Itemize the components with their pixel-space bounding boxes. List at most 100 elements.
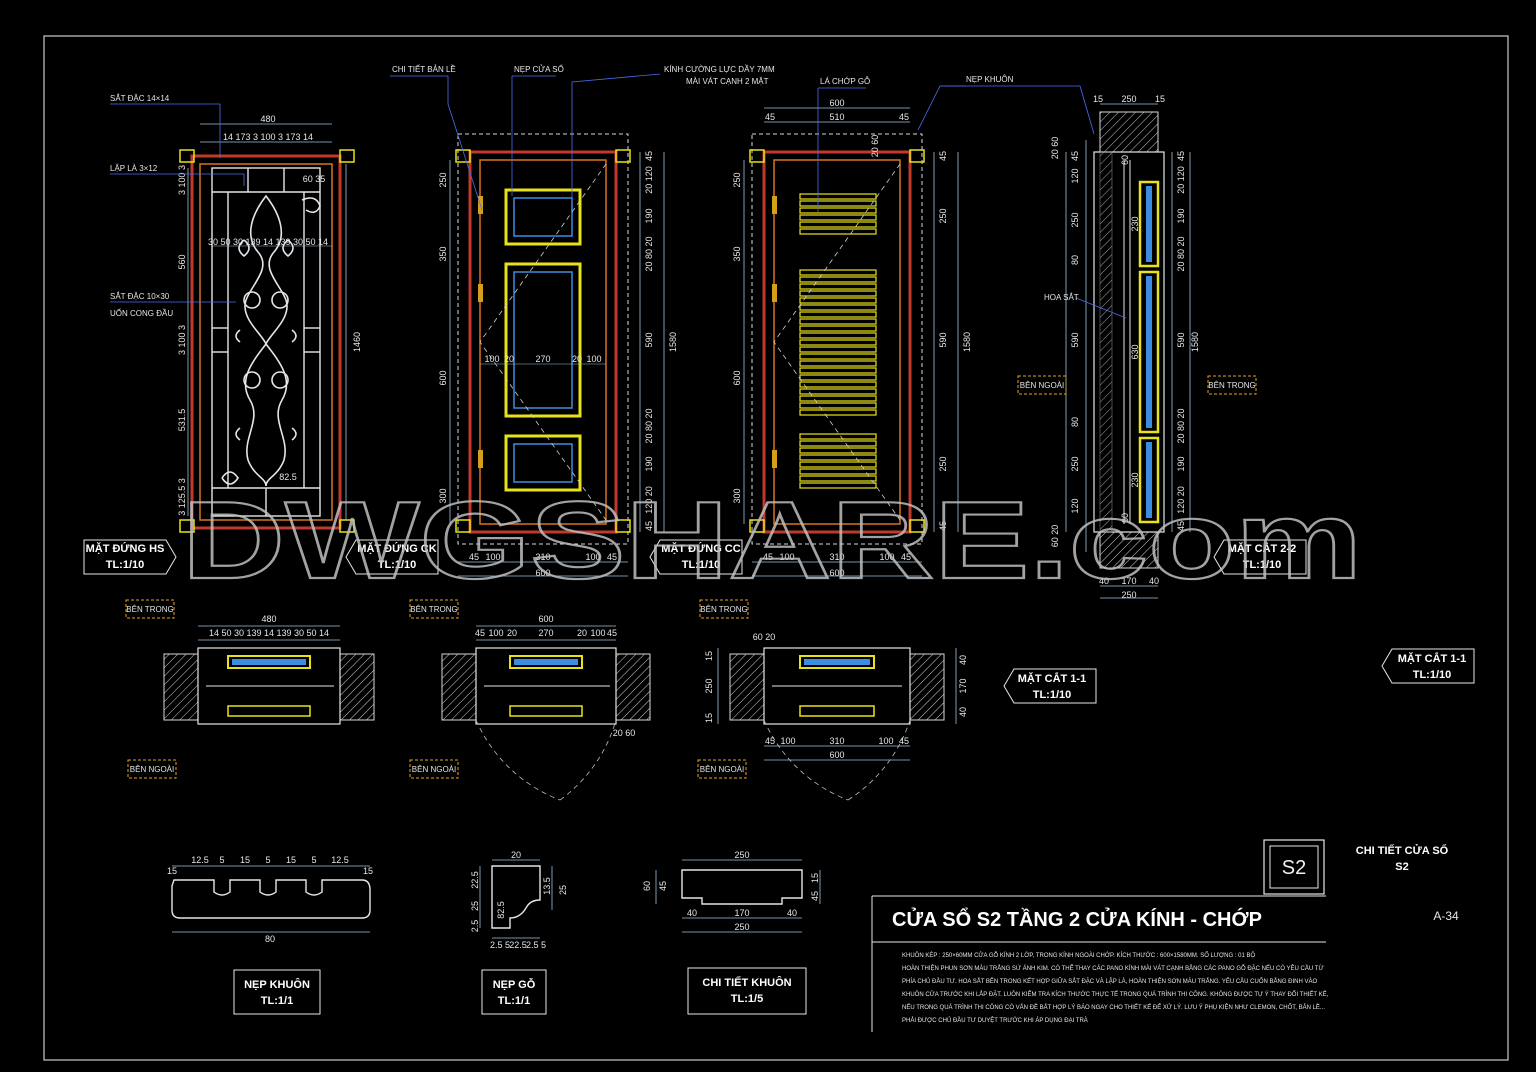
ck-top-3: 310 [535,552,550,562]
label-ben-trong-1: BÊN TRONG [126,605,173,614]
cc-bottom-2: 100 [779,552,794,562]
s22-top-3: 15 [1155,94,1165,104]
nk-top-1: 12.5 [191,855,209,865]
label-ben-ngoai-s22: BÊN NGOÀI [1020,381,1064,390]
cc-top-2: 510 [829,112,844,122]
louver-slat [799,409,877,416]
ctk-left-1: 60 [642,881,652,891]
scale-mat-dung-cc: TL:1/10 [682,559,721,571]
title-nep-go: NẸP GỖ [493,978,536,991]
scale-nep-go: TL:1/1 [498,995,530,1007]
scale-mat-dung-hs: TL:1/10 [106,559,145,571]
cc-right-1: 45 [938,151,948,161]
nk-top-4: 5 [265,855,270,865]
louver-slat [799,468,877,475]
ng-left-2: 25 [470,901,480,911]
louver-slat [799,482,877,489]
cc-bottom-4: 100 [879,552,894,562]
p3-bottom-1: 45 [765,736,775,746]
p3-right-1: 40 [958,655,968,665]
louver-slat [799,276,877,283]
sheet-code: S2 [1282,857,1306,879]
hs-left-4: 531.5 [177,409,187,432]
louver-slat [799,200,877,207]
hs-sub-dim: 14 173 3 100 3 173 14 [223,132,313,142]
s22-left-7: 80 [1070,417,1080,427]
ng-top: 20 [511,850,521,860]
label-ben-ngoai-1: BÊN NGOÀI [130,765,174,774]
hs-top-dim: 480 [260,114,275,124]
scale-mat-cat-11b: TL:1/10 [1413,669,1452,681]
callout-nep-khuon: NẸP KHUÔN [966,75,1014,84]
ng-left-1: 22.5 [470,871,480,889]
ctk-right-2: 45 [810,891,820,901]
scale-chi-tiet-khuon: TL:1/5 [731,993,763,1005]
cc-left-2: 350 [732,246,742,261]
title-mat-dung-cc: MẶT ĐỨNG CC [661,542,740,555]
ck-right-3: 190 [644,208,654,223]
cc-left-4: 300 [732,488,742,503]
s22-left-4: 250 [1070,212,1080,227]
louver-slat [799,325,877,332]
ck-top-1: 45 [469,552,479,562]
s22-right-7: 190 [1176,456,1186,471]
ck-inner-4: 20 [572,354,582,364]
p3-6020: 60 20 [753,632,776,642]
p3-bottom-2: 100 [780,736,795,746]
s22-left-8: 250 [1070,456,1080,471]
cc-bottom-total: 600 [829,568,844,578]
s22-top-2: 250 [1121,94,1136,104]
ck-inner-5: 100 [586,354,601,364]
callout-mai-vat: MÀI VÁT CẠNH 2 MẶT [686,77,769,86]
cc-right-3: 590 [938,332,948,347]
p3-bottom-4: 100 [878,736,893,746]
s22-right-3: 190 [1176,208,1186,223]
s22-inner-3: 630 [1130,344,1140,359]
s22-left-3: 120 [1070,168,1080,183]
callout-kinh-cuong-luc: KÍNH CƯỜNG LỰC DẦY 7MM [664,64,775,74]
ng-bottom-2: 22.5 [509,940,527,950]
p3-left-2: 250 [704,678,714,693]
p3-right-2: 170 [958,678,968,693]
s22-right-1: 45 [1176,151,1186,161]
label-ben-trong-3: BÊN TRONG [700,605,747,614]
louver-slat [799,388,877,395]
louver-slat [799,395,877,402]
ck-total: 600 [535,568,550,578]
ck-inner-3: 270 [535,354,550,364]
ng-bottom-3: 2.5 5 [526,940,546,950]
label-ben-trong-s22: BÊN TRONG [1208,381,1255,390]
s22-right-8: 120 20 [1176,486,1186,514]
s22-left-1: 20 60 [1050,137,1060,160]
ctk-total: 250 [734,922,749,932]
ck-right-7: 190 [644,456,654,471]
cc-right-4: 250 [938,456,948,471]
view-mat-cat-22: 15 250 15 40 170 40 250 20 60 45 120 250… [1017,94,1257,600]
hs-left-2: 560 [177,254,187,269]
s22-right-2: 20 120 [1176,166,1186,194]
scale-mat-cat-11: TL:1/10 [1033,689,1072,701]
ctk-bottom-2: 170 [734,908,749,918]
s22-top-1: 15 [1093,94,1103,104]
ck-inner-2: 20 [504,354,514,364]
nk-top-6: 5 [311,855,316,865]
callout-lap-la: LẬP LÀ 3×12 [110,164,158,173]
cc-bottom-5: 45 [901,552,911,562]
ck-right-2: 20 120 [644,166,654,194]
cc-top-3: 45 [899,112,909,122]
ck-right-8: 120 20 [644,486,654,514]
louver-slat [799,214,877,221]
profile-details: 12.5 5 15 5 15 5 12.5 15 15 80 NẸP KHUÔN… [167,850,821,1015]
louver-slat [799,332,877,339]
louver-slat [799,360,877,367]
louver-slat [799,461,877,468]
ng-right-1: 13.5 [542,877,552,895]
louver-slat [799,311,877,318]
ck-top-4: 100 [585,552,600,562]
nk-top-5: 15 [286,855,296,865]
scale-mat-cat-22: TL:1/10 [1243,559,1282,571]
cc-left-1: 250 [732,172,742,187]
cc-bottom-3: 310 [829,552,844,562]
louver-slats [799,193,877,489]
